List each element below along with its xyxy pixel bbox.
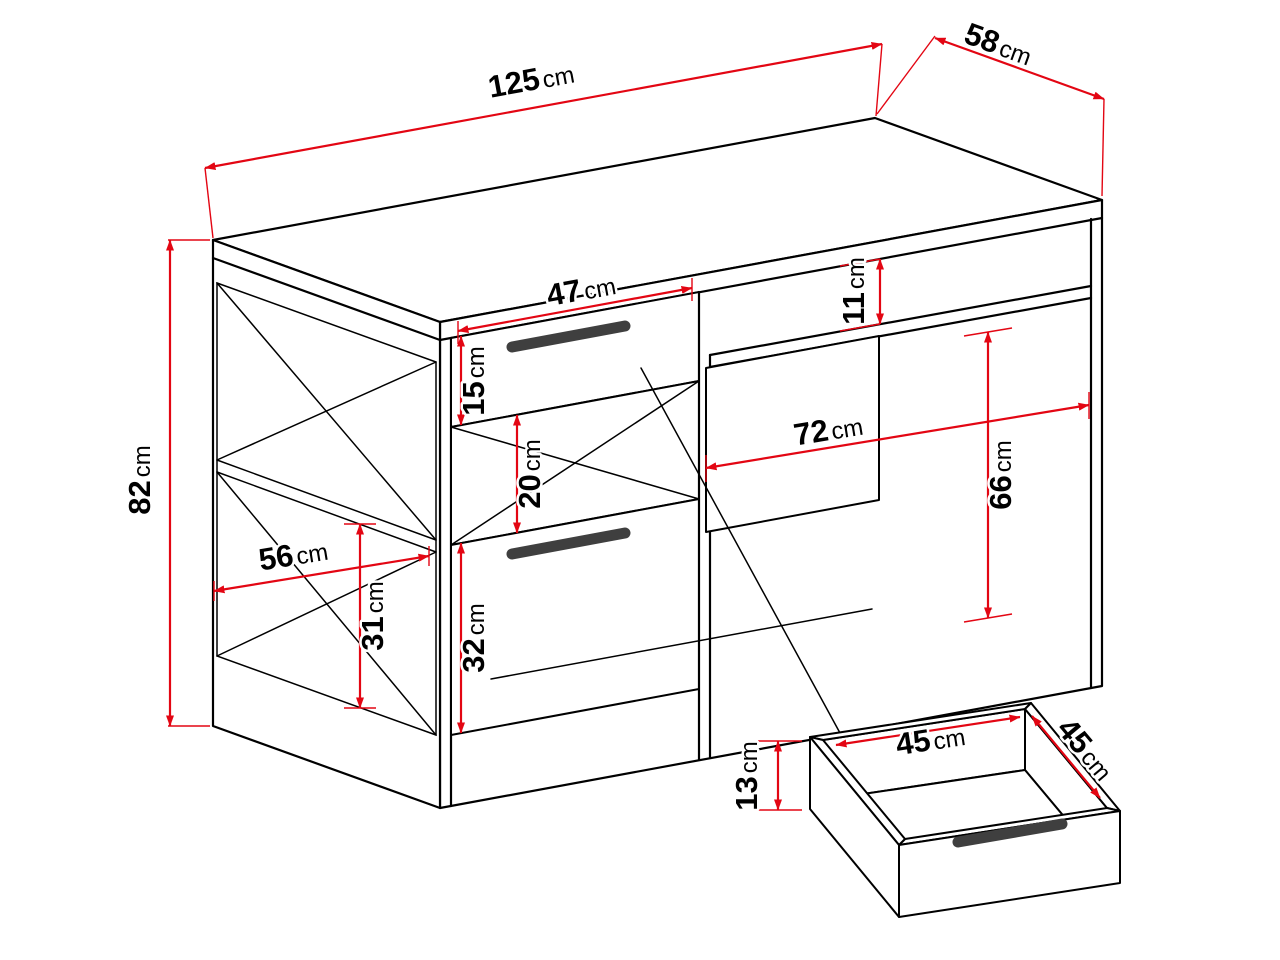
side-niche-height-label: 31cm bbox=[355, 581, 390, 650]
door-handle-icon bbox=[506, 527, 631, 560]
knee-width-label: 72cm bbox=[791, 407, 865, 453]
side-shelf-top-edge bbox=[216, 459, 437, 541]
dimension-front-niche-height-20: 20cm bbox=[510, 414, 550, 534]
dimension-side-niche-depth-56: 56cm bbox=[213, 535, 430, 601]
height-label: 82cm bbox=[122, 445, 157, 514]
dimension-under-top-niche-11: 11cm bbox=[834, 255, 884, 332]
drawer-front-height-label: 15cm bbox=[456, 346, 491, 415]
desk-left-face bbox=[211, 238, 442, 810]
dimension-height-82: 82cm bbox=[120, 239, 210, 727]
knee-space-back-floor-edge bbox=[490, 608, 873, 680]
dimension-knee-height-66: 66cm bbox=[963, 327, 1021, 623]
dimension-drawer-front-height-15: 15cm bbox=[454, 335, 494, 426]
door-height-label: 32cm bbox=[456, 603, 491, 672]
leader-line bbox=[640, 367, 853, 756]
under-top-shelf-front-edge bbox=[708, 284, 1093, 357]
under-top-niche-label: 11cm bbox=[836, 257, 871, 325]
front-niche-height-label: 20cm bbox=[512, 439, 547, 508]
dimension-knee-width-72: 72cm bbox=[705, 392, 1090, 482]
detached-drawer-handle-icon bbox=[952, 818, 1068, 848]
desk-drawing bbox=[211, 116, 1121, 918]
front-niche-diagonal-2 bbox=[450, 380, 700, 546]
dimension-door-height-32: 32cm bbox=[454, 542, 494, 734]
dimension-side-niche-height-31: 31cm bbox=[344, 523, 393, 709]
side-shelf-bottom-edge bbox=[216, 471, 437, 553]
width-label: 125cm bbox=[485, 55, 577, 105]
desktop-left-bottom-edge bbox=[211, 256, 442, 342]
dimension-drawer-inner-height-13: 13cm bbox=[727, 739, 802, 813]
depth-label: 58cm bbox=[960, 16, 1037, 73]
knee-height-label: 66cm bbox=[983, 440, 1018, 509]
upper-niche-diagonal-2 bbox=[216, 361, 437, 461]
drawer-inner-height-label: 13cm bbox=[729, 741, 764, 810]
